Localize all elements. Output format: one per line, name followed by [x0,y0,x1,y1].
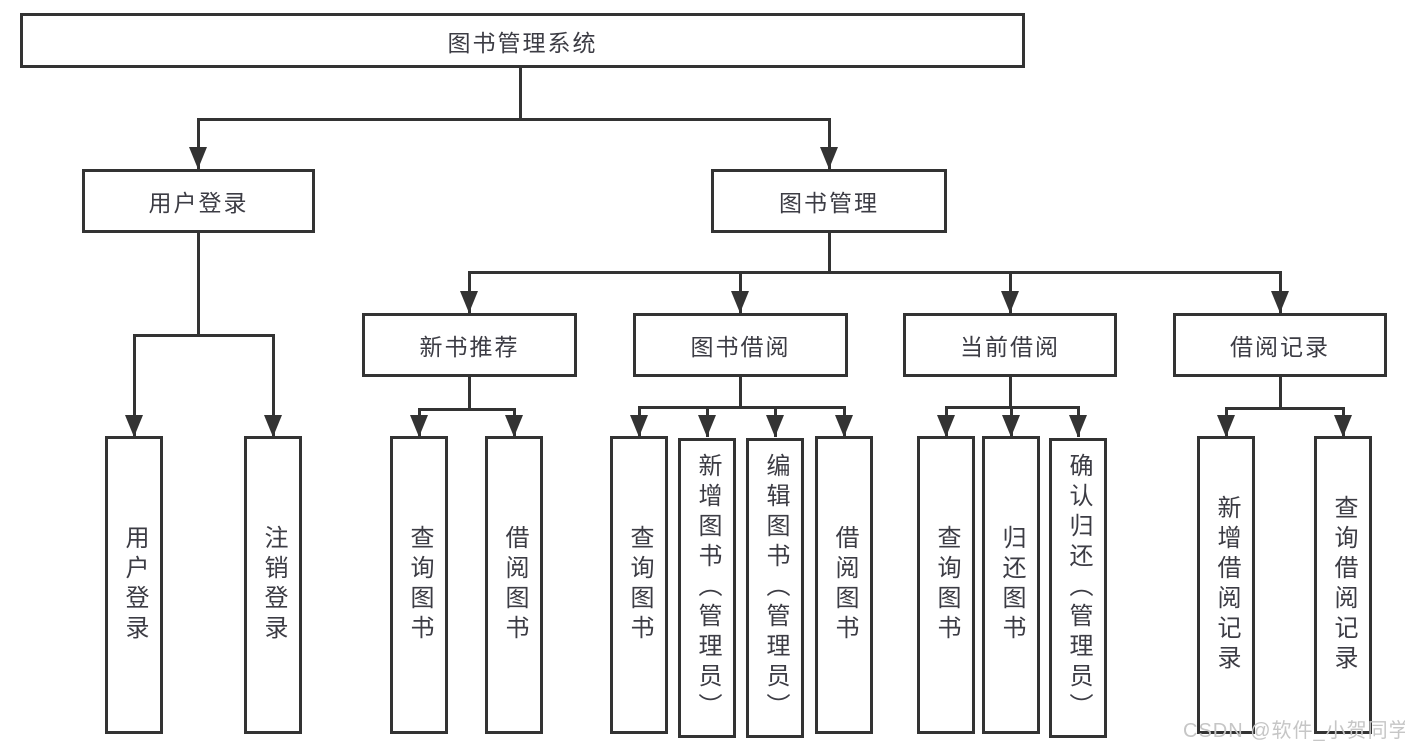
node-borrowing-records: 借阅记录 [1173,313,1387,377]
arrow-down-icon [835,415,853,437]
connector-line [739,377,742,409]
csdn-watermark: CSDN @软件_小贺同学 [1183,720,1405,742]
arrow-down-icon [937,415,955,437]
arrow-down-icon [505,415,523,437]
node-book-management: 图书管理 [711,169,947,233]
connector-line [519,68,522,121]
arrow-down-icon [1069,415,1087,437]
connector-line [828,233,831,274]
node-leaf-add-borrow-record: 新增借阅记录 [1197,436,1255,734]
connector-line [418,408,516,411]
node-library-management-system: 图书管理系统 [20,13,1025,68]
arrow-down-icon [1334,415,1352,437]
arrow-down-icon [1217,415,1235,437]
arrow-down-icon [264,415,282,437]
arrow-down-icon [766,415,784,437]
node-leaf-borrow-book-borrowing: 借阅图书 [815,436,873,734]
node-current-borrowing: 当前借阅 [903,313,1117,377]
connector-line [1009,377,1012,409]
node-leaf-confirm-return-admin: 确认归还（管理员） [1049,438,1107,738]
connector-line [197,118,200,169]
connector-line [468,377,471,411]
connector-line [197,233,200,337]
connector-line [468,271,1282,274]
connector-line [197,118,831,121]
arrow-down-icon [189,147,207,169]
node-leaf-query-book-recommend: 查询图书 [390,436,448,734]
node-book-borrowing: 图书借阅 [633,313,848,377]
connector-line [1225,407,1345,410]
node-leaf-add-book-admin: 新增图书（管理员） [678,438,736,738]
node-leaf-borrow-book-recommend: 借阅图书 [485,436,543,734]
node-leaf-logout: 注销登录 [244,436,302,734]
arrow-down-icon [1271,291,1289,313]
arrow-down-icon [125,415,143,437]
connector-line [638,406,846,409]
node-leaf-query-book-current: 查询图书 [917,436,975,734]
arrow-down-icon [820,147,838,169]
connector-line [133,334,136,437]
arrow-down-icon [1001,291,1019,313]
connector-line [828,118,831,169]
arrow-down-icon [630,415,648,437]
arrow-down-icon [731,291,749,313]
connector-line [1279,377,1282,410]
arrow-down-icon [460,291,478,313]
node-leaf-query-borrow-record: 查询借阅记录 [1314,436,1372,734]
node-leaf-return-book: 归还图书 [982,436,1040,734]
node-new-book-recommend: 新书推荐 [362,313,577,377]
node-leaf-edit-book-admin: 编辑图书（管理员） [746,438,804,738]
connector-line [133,334,275,337]
arrow-down-icon [410,415,428,437]
node-leaf-user-login: 用户登录 [105,436,163,734]
arrow-down-icon [1002,415,1020,437]
node-user-login: 用户登录 [82,169,315,233]
connector-line [272,334,275,437]
node-leaf-query-book-borrowing: 查询图书 [610,436,668,734]
arrow-down-icon [698,415,716,437]
